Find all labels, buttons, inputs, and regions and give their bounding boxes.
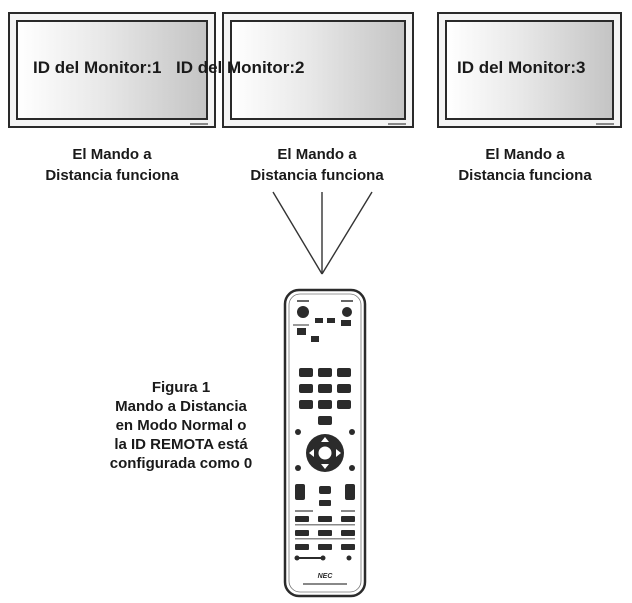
monitor-3-foot [596,123,614,125]
monitor-3 [437,12,622,128]
d-pad [306,434,344,472]
monitor-2-status-line2: Distancia funciona [250,167,384,184]
beam-line-left [272,191,323,275]
caption-line-2: Mando a Distancia [115,398,247,415]
beam-line-right [321,191,373,275]
monitor-2-foot [388,123,406,125]
monitor-1 [8,12,216,128]
figure-caption: Figura 1 Mando a Distancia en Modo Norma… [76,378,286,473]
monitor-1-status-line2: Distancia funciona [45,167,179,184]
monitor-1-id-label: ID del Monitor:1 [33,58,162,77]
monitor-1-status: El Mando a Distancia funciona [22,144,202,186]
monitor-3-status: El Mando a Distancia funciona [435,144,615,186]
monitor-2-id-label: ID del Monitor:2 [176,58,305,77]
monitor-1-foot [190,123,208,125]
number-pad [299,368,351,425]
power-on-button [297,306,309,318]
monitor-3-status-line1: El Mando a [485,146,565,163]
caption-line-4: la ID REMOTA está [114,436,248,453]
monitor-1-status-line1: El Mando a [72,146,152,163]
standby-button [342,307,352,317]
monitor-3-id-label: ID del Monitor:3 [457,58,586,77]
monitor-2-status-line1: El Mando a [277,146,357,163]
caption-line-1: Figura 1 [151,379,211,396]
monitor-3-status-line2: Distancia funciona [458,167,592,184]
monitor-1-screen [16,20,208,120]
remote-brand-logo: NEC [318,573,334,580]
monitor-2-screen [230,20,406,120]
caption-line-5: configurada como 0 [109,455,253,472]
monitor-2-status: El Mando a Distancia funciona [227,144,407,186]
monitor-3-screen [445,20,614,120]
monitor-2 [222,12,414,128]
caption-line-3: en Modo Normal o [115,417,247,434]
remote-control: NEC [283,288,367,598]
